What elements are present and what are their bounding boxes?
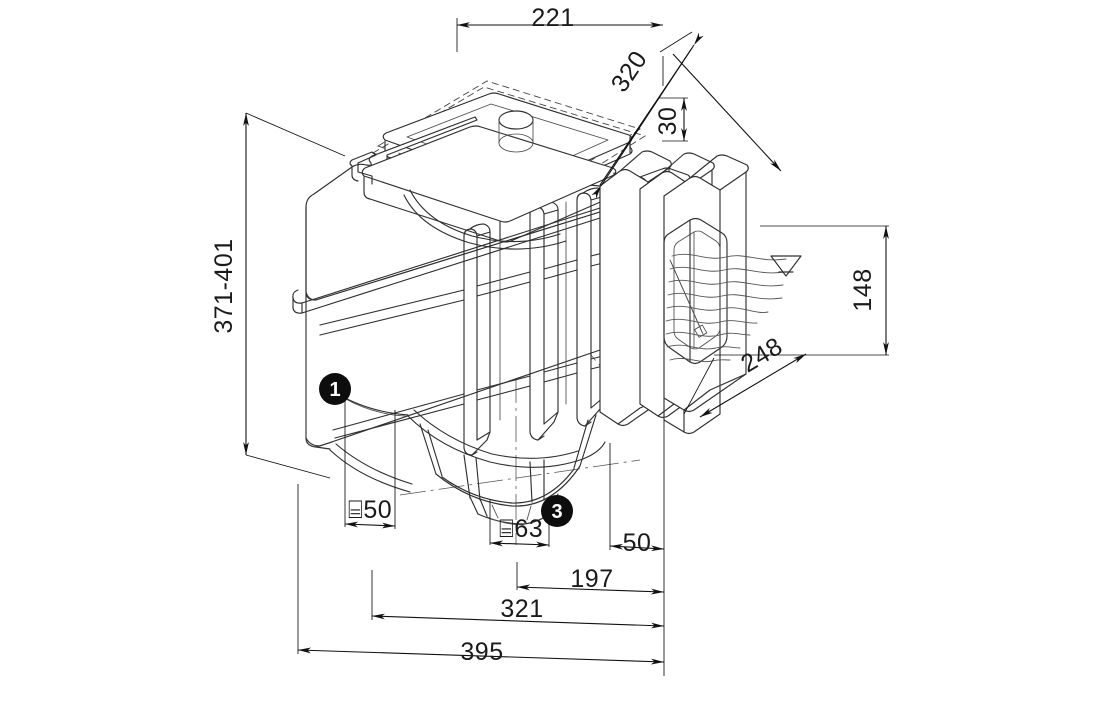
dimension-side-outlet-dia-50: ⌸50 <box>344 400 396 529</box>
dim-label-dia-50: ⌸50 <box>348 496 392 524</box>
dim-label-dia-63: ⌸63 <box>499 515 543 543</box>
dimension-flange-offset-50: 50 <box>609 420 665 557</box>
dim-label-371-401: 371-401 <box>210 238 238 333</box>
dim-label-320: 320 <box>606 46 653 97</box>
dim-label-321: 321 <box>500 595 543 623</box>
top-cover-assembly <box>349 80 691 250</box>
callout-1[interactable]: 1 <box>319 373 351 405</box>
dim-label-248: 248 <box>736 332 787 378</box>
dim-label-395: 395 <box>460 638 503 666</box>
dimension-total-height-371-401: 371-401 <box>210 112 346 479</box>
dimension-outlet-height-148: 148 <box>714 225 889 356</box>
bottom-outlet-sump <box>407 409 606 526</box>
dimension-bottom-outlet-dia-63: ⌸63 <box>489 500 550 548</box>
dimension-body-to-flange-321: 321 <box>371 570 665 629</box>
dimension-top-depth-320: 320 <box>591 31 782 199</box>
dim-label-197: 197 <box>570 565 613 593</box>
dim-label-50: 50 <box>623 529 652 557</box>
callout-3-label: 3 <box>551 501 562 523</box>
dimension-overall-width-395: 395 <box>297 484 665 676</box>
dimension-outlet-to-flange-197: 197 <box>516 562 665 595</box>
dimension-cover-height-30: 30 <box>654 97 688 142</box>
dim-label-30: 30 <box>654 107 682 136</box>
callout-1-label: 1 <box>329 379 340 401</box>
dimension-top-width-221: 221 <box>456 4 664 86</box>
dim-label-148: 148 <box>849 268 877 311</box>
callout-3[interactable]: 3 <box>541 495 573 527</box>
side-outlet-flange-stack <box>599 150 749 435</box>
dim-label-221: 221 <box>531 4 574 32</box>
